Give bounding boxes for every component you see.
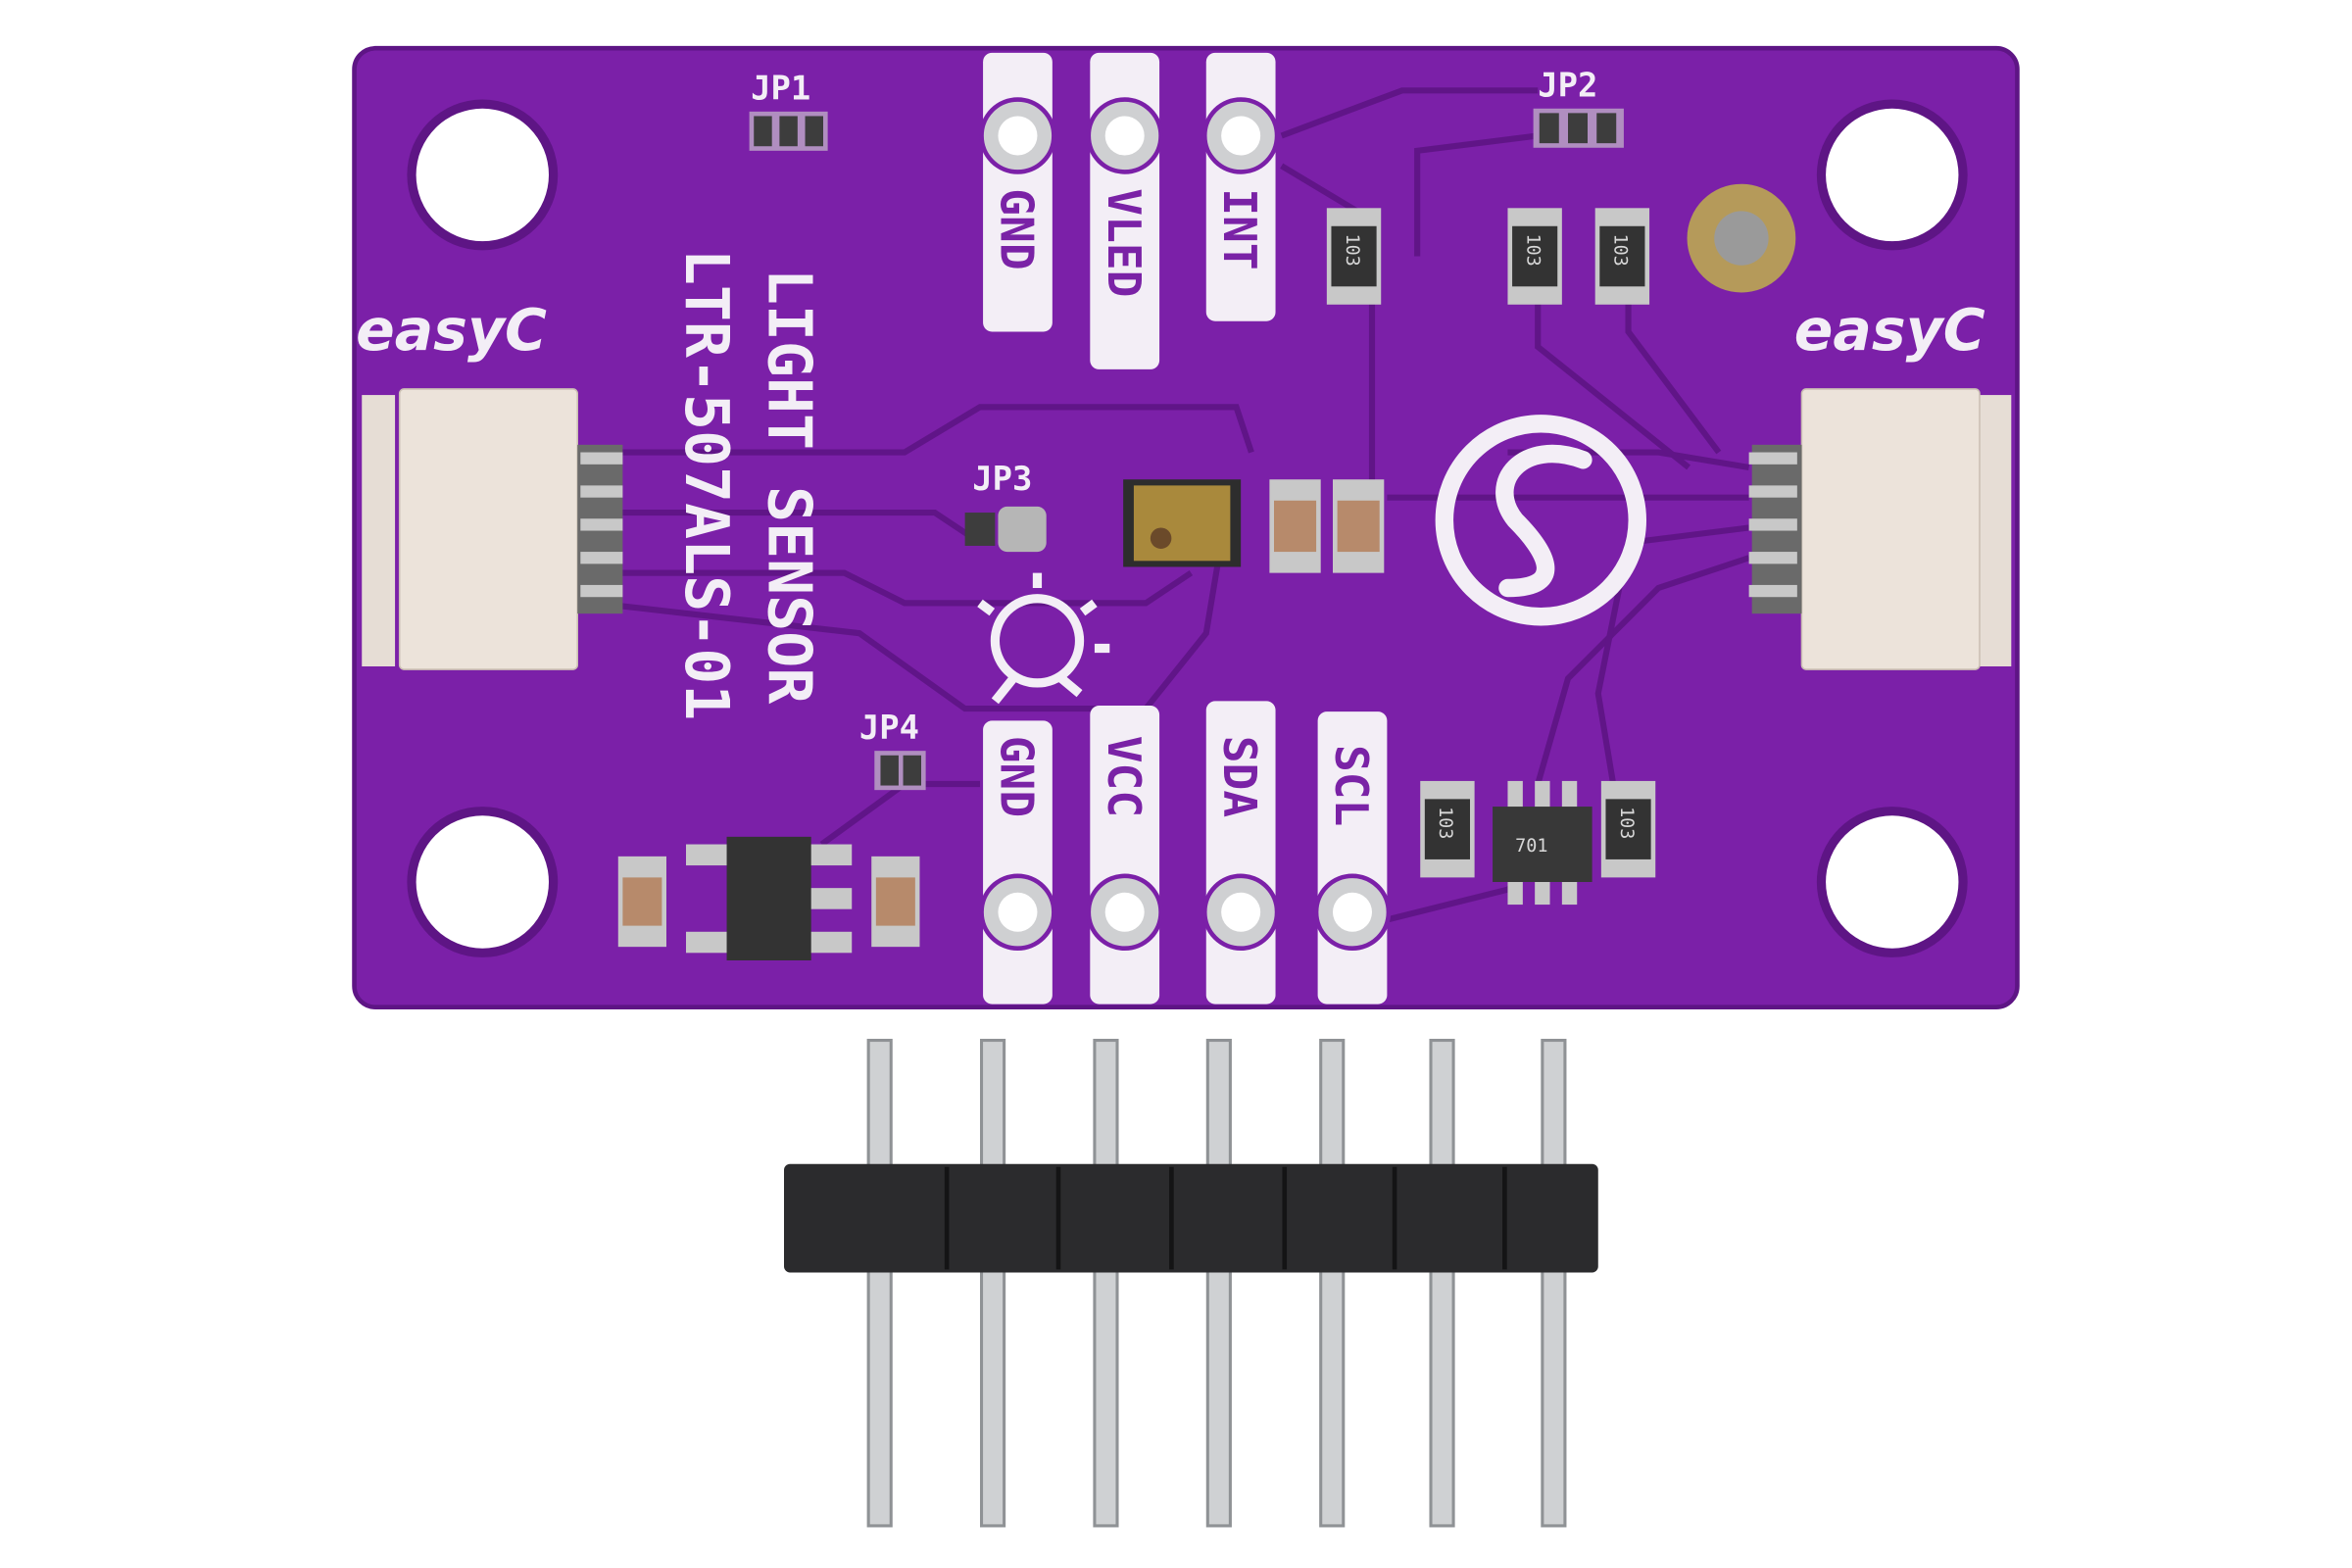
resistor-marking: 103 xyxy=(1342,233,1362,266)
pin-label-int: INT xyxy=(1213,188,1266,270)
light-bulb-icon xyxy=(977,572,1110,705)
header-plastic xyxy=(784,1163,1598,1273)
board-part-number: LTR-507ALS-01 xyxy=(671,249,742,720)
header-pins xyxy=(866,1039,1567,1528)
easyc-connector-left[interactable] xyxy=(362,388,623,670)
pin-label-gnd-top: GND xyxy=(991,188,1044,270)
jumpers: JP1 JP2 JP3 JP4 xyxy=(749,66,1624,791)
top-pin-header: GND VLED INT xyxy=(979,52,1280,369)
jumper-label-jp4: JP4 xyxy=(859,709,919,747)
bottom-pin-header: GND VCC SDA SCL xyxy=(979,701,1392,1004)
pin-label-gnd-bottom: GND xyxy=(991,736,1044,817)
easyc-label-right: easyC xyxy=(1794,297,1985,364)
capacitors xyxy=(617,479,1385,948)
pcb-board: GND VLED INT GND VCC SDA SCL LIGHT SENSO… xyxy=(352,45,2020,1009)
pin-label-sda: SDA xyxy=(1213,736,1266,818)
resistor-marking: 103 xyxy=(1435,807,1455,839)
board-title: LIGHT SENSOR xyxy=(755,269,825,705)
jumper-label-jp2: JP2 xyxy=(1538,66,1597,104)
mosfet-ic: 701 xyxy=(1493,780,1592,906)
voltage-regulator xyxy=(686,836,853,960)
resistor-marking: 103 xyxy=(1616,807,1637,839)
mounting-holes xyxy=(407,99,1968,957)
soldered-logo-icon xyxy=(1435,415,1646,626)
light-sensor-chip xyxy=(1123,479,1242,567)
ic-marking: 701 xyxy=(1515,836,1547,857)
pin-label-vled: VLED xyxy=(1098,188,1151,297)
resistors: 103 103 103 103 103 xyxy=(1326,208,1656,878)
resistor-marking: 103 xyxy=(1610,233,1631,266)
jumper-label-jp1: JP1 xyxy=(751,70,810,108)
easyc-label-left: easyC xyxy=(356,297,547,364)
pin-label-scl: SCL xyxy=(1325,745,1378,826)
easyc-connector-right[interactable] xyxy=(1748,388,2012,670)
pin-header-strip xyxy=(784,1039,1598,1528)
jumper-label-jp3: JP3 xyxy=(972,460,1032,498)
pin-label-vcc: VCC xyxy=(1098,736,1151,817)
resistor-marking: 103 xyxy=(1522,233,1543,266)
